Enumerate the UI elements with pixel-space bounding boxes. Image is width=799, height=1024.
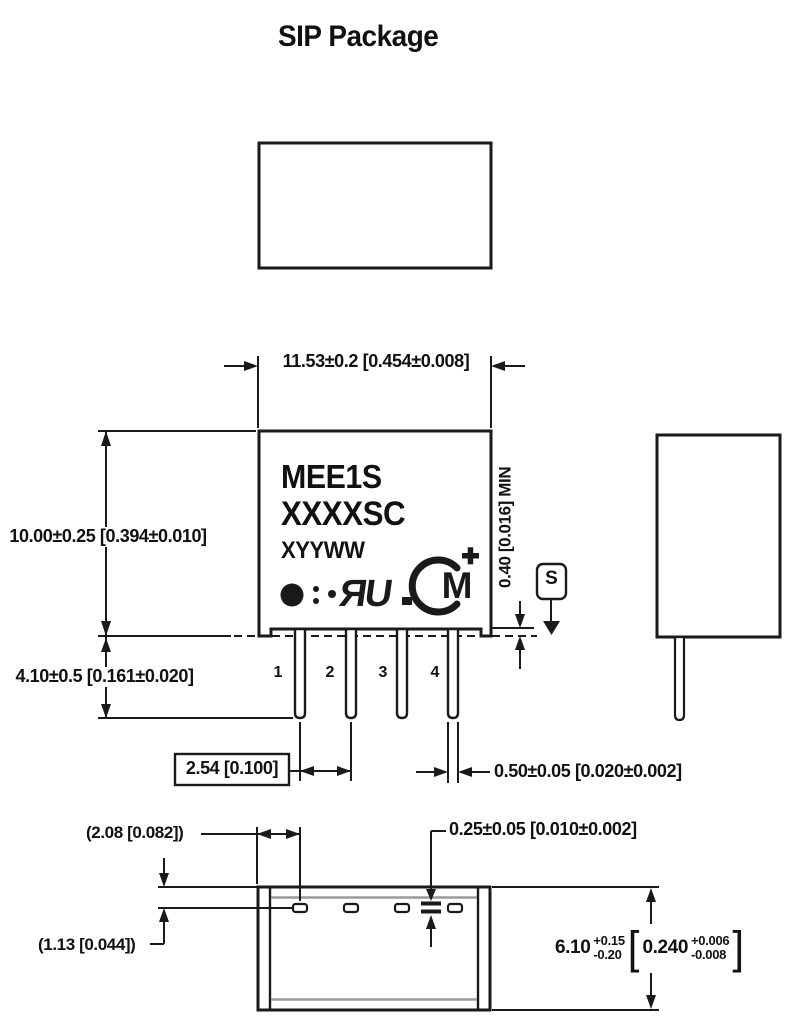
bottom-pin-4: [446, 902, 464, 914]
body-depth-dimension-label: 6.10 +0.15 -0.20 [ 0.240 +0.006 -0.008 ]: [533, 924, 767, 972]
pin-pitch-dimension-graphics: [173, 722, 352, 787]
arrowhead: [337, 766, 351, 776]
pin1-offset-dimension-graphics: [201, 827, 301, 901]
pin-section-upper-face: [421, 901, 441, 906]
pin-number-1: 1: [273, 664, 283, 681]
murata-m-text: M: [442, 565, 473, 606]
datum-symbol: [535, 562, 568, 635]
body-depth-dimension-graphics: [492, 886, 659, 1011]
part-marking-model: XXXXSC: [281, 495, 406, 533]
pin-thickness-dimension-label: 0.25±0.05 [0.010±0.002]: [449, 819, 637, 839]
arrowhead: [646, 888, 656, 902]
arrowhead: [515, 636, 525, 650]
standoff-dimension-graphics: [492, 601, 534, 669]
top-view: [257, 141, 493, 270]
part-marking-series: MEE1S: [281, 458, 382, 495]
depth-inch-plus: +0.006: [691, 933, 730, 949]
arrowhead: [159, 908, 169, 922]
murata-logo-icon: M: [408, 547, 479, 616]
arrowhead: [458, 767, 472, 777]
pin-width-dimension-label: 0.50±0.05 [0.020±0.002]: [494, 761, 682, 781]
arrowhead: [159, 873, 169, 887]
front-view: [234, 429, 537, 720]
depth-metric-plus: +0.15: [593, 933, 625, 949]
page-title: SIP Package: [278, 20, 439, 53]
depth-inch-value: 0.240: [642, 937, 688, 958]
front-pin-2: [344, 627, 358, 720]
ul-mark-text: ЯU: [337, 572, 394, 615]
datum-label: S: [545, 568, 558, 589]
front-pin-4: [446, 627, 460, 720]
arrowhead: [286, 829, 300, 839]
front-view-body-outline: [257, 429, 493, 638]
pin-section-lower-face: [421, 909, 441, 914]
datum-triangle-icon: [543, 621, 560, 635]
side-view-outline: [655, 433, 782, 639]
arrowhead: [300, 766, 314, 776]
depth-metric-minus: -0.20: [593, 947, 622, 962]
depth-inch-minus: -0.008: [691, 947, 727, 962]
arrowhead: [101, 621, 111, 636]
pin-row-offset-dimension-graphics: [150, 858, 292, 945]
body-height-dimension-graphics: [98, 430, 256, 637]
pin-thickness-dimension-graphics: [426, 830, 446, 947]
pin-width-dimension-graphics: [416, 722, 490, 783]
pin1-indicator-dot-icon: [280, 583, 304, 607]
bottom-pin-3: [393, 902, 411, 914]
pin-row-offset-dimension-label: (1.13 [0.044]): [38, 935, 136, 954]
bottom-pin-2: [342, 902, 360, 914]
part-marking-datecode: XYYWW: [281, 537, 365, 564]
arrowhead: [101, 431, 111, 446]
front-pin-3: [395, 627, 409, 720]
pin-length-dimension-label: 4.10±0.5 [0.161±0.020]: [0, 666, 209, 687]
arrowhead: [426, 889, 436, 901]
depth-bracket-open: [: [627, 922, 640, 973]
standoff-dimension-label: 0.40 [0.016] MIN: [495, 466, 515, 588]
depth-inch-tolerance: +0.006 -0.008: [691, 933, 730, 962]
side-view-pin: [673, 635, 686, 722]
arrowhead: [646, 995, 656, 1009]
arrowhead: [426, 915, 436, 929]
depth-metric-tolerance: +0.15 -0.20: [593, 933, 625, 962]
pin-pitch-dimension-label: 2.54 [0.100]: [185, 758, 279, 778]
arrowhead: [434, 767, 448, 777]
pin-number-3: 3: [378, 664, 388, 681]
arrowhead: [244, 361, 258, 371]
pin-number-2: 2: [325, 664, 335, 681]
arrowhead: [257, 829, 271, 839]
body-width-dimension-label: 11.53±0.2 [0.454±0.008]: [282, 351, 470, 371]
bottom-view: [256, 885, 492, 1012]
pin1-offset-dimension-label: (2.08 [0.082]): [86, 823, 184, 842]
arrowhead: [515, 614, 525, 628]
basic-dimension-box: [173, 752, 291, 787]
body-height-dimension-label: 10.00±0.25 [0.394±0.010]: [0, 526, 216, 547]
body-width-dimension-graphics: [224, 356, 525, 428]
front-pin-1: [293, 627, 307, 720]
side-view: [655, 433, 782, 722]
front-view-logos: ЯU M: [280, 547, 479, 616]
depth-metric-value: 6.10: [554, 937, 591, 958]
pin-number-4: 4: [430, 664, 440, 681]
arrowhead: [491, 361, 505, 371]
arrowhead: [101, 704, 111, 718]
arrowhead: [101, 638, 111, 652]
ul-recognized-icon: ЯU: [313, 572, 412, 615]
bottom-pin-1: [291, 902, 309, 914]
depth-bracket-close: ]: [732, 922, 744, 973]
top-view-outline: [257, 141, 493, 270]
